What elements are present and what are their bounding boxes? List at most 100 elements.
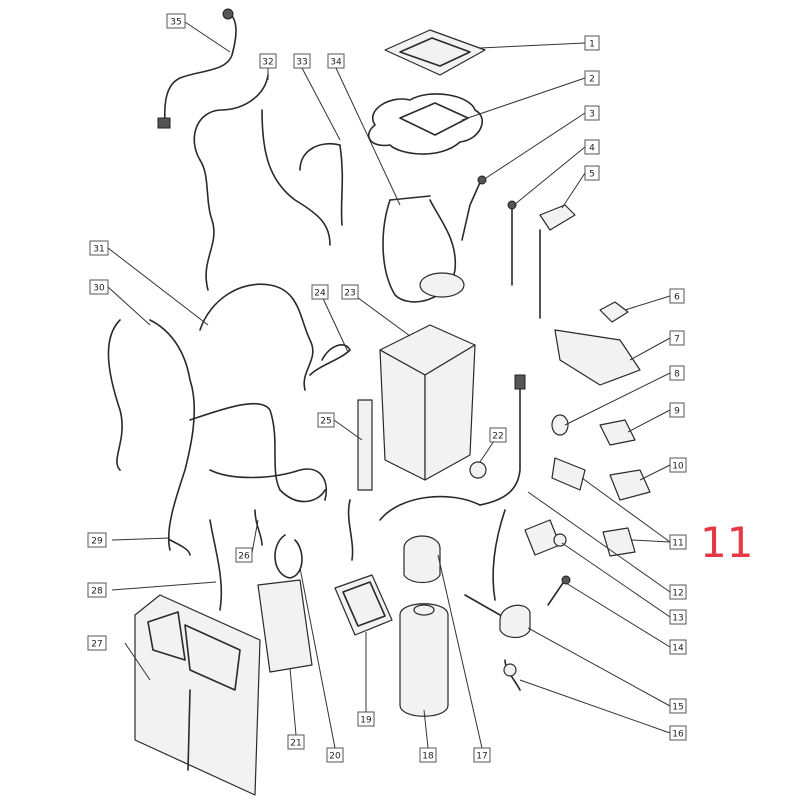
part-35-hose bbox=[163, 11, 237, 126]
part-5-elbow bbox=[539, 204, 576, 231]
svg-text:10: 10 bbox=[672, 462, 684, 472]
part-12-probe bbox=[479, 379, 521, 506]
callout-31: 31 bbox=[89, 240, 109, 256]
part-10-valve bbox=[609, 469, 651, 501]
part-31-harness bbox=[107, 319, 123, 471]
part-28-harness bbox=[209, 519, 223, 611]
callout-14: 14 bbox=[669, 639, 687, 655]
svg-text:16: 16 bbox=[672, 730, 684, 740]
svg-text:13: 13 bbox=[672, 614, 683, 624]
svg-text:11: 11 bbox=[672, 539, 683, 549]
svg-text:22: 22 bbox=[492, 432, 503, 442]
callout-16: 16 bbox=[669, 725, 687, 741]
svg-text:25: 25 bbox=[320, 417, 331, 427]
callout-12: 12 bbox=[669, 584, 687, 600]
part-25-tube bbox=[357, 399, 373, 491]
part-9-valve bbox=[599, 419, 636, 446]
svg-text:18: 18 bbox=[422, 752, 434, 762]
svg-text:15: 15 bbox=[672, 703, 683, 713]
callout-34: 34 bbox=[327, 53, 345, 69]
callout-19: 19 bbox=[357, 711, 375, 727]
part-30-harness bbox=[149, 319, 196, 551]
part-32-cable bbox=[193, 74, 269, 291]
svg-text:12: 12 bbox=[672, 589, 683, 599]
part-11-valve bbox=[602, 527, 636, 557]
svg-text:27: 27 bbox=[91, 640, 102, 650]
callout-10: 10 bbox=[669, 457, 687, 473]
callout-8: 8 bbox=[669, 365, 685, 381]
callout-28: 28 bbox=[87, 582, 107, 598]
svg-text:32: 32 bbox=[262, 58, 273, 68]
svg-text:6: 6 bbox=[674, 293, 680, 303]
part-14-spike bbox=[547, 579, 566, 606]
callout-23: 23 bbox=[341, 284, 359, 300]
svg-text:23: 23 bbox=[344, 289, 355, 299]
part-3-sensor bbox=[461, 177, 483, 241]
svg-text:17: 17 bbox=[476, 752, 487, 762]
callout-35: 35 bbox=[166, 13, 186, 29]
svg-text:34: 34 bbox=[330, 58, 342, 68]
callout-15: 15 bbox=[669, 698, 687, 714]
svg-text:35: 35 bbox=[170, 18, 181, 28]
svg-text:33: 33 bbox=[296, 58, 307, 68]
part-26-cable bbox=[254, 509, 263, 546]
callout-26: 26 bbox=[235, 547, 253, 563]
part-27-front-panel bbox=[134, 594, 261, 796]
svg-text:1: 1 bbox=[589, 40, 595, 50]
callout-18: 18 bbox=[419, 747, 437, 763]
callout-4: 4 bbox=[584, 139, 600, 155]
svg-text:19: 19 bbox=[360, 716, 372, 726]
svg-text:2: 2 bbox=[589, 75, 595, 85]
svg-text:3: 3 bbox=[589, 110, 595, 120]
part-29-harness bbox=[169, 539, 191, 556]
part-21-board bbox=[257, 579, 313, 673]
svg-text:4: 4 bbox=[589, 144, 595, 154]
callout-17: 17 bbox=[473, 747, 491, 763]
svg-text:20: 20 bbox=[329, 752, 341, 762]
callout-1: 1 bbox=[584, 35, 600, 51]
part-13-sensor bbox=[553, 533, 567, 547]
svg-text:24: 24 bbox=[314, 289, 326, 299]
callout-32: 32 bbox=[259, 53, 277, 69]
part-6-fitting bbox=[599, 301, 629, 323]
svg-text:26: 26 bbox=[238, 552, 250, 562]
highlighted-part-number: 11 bbox=[700, 518, 754, 567]
part-24-cable bbox=[309, 344, 351, 376]
svg-text:29: 29 bbox=[91, 537, 103, 547]
part-33-cable bbox=[299, 143, 344, 226]
part-18-cartridge bbox=[399, 603, 449, 717]
callout-30: 30 bbox=[89, 279, 109, 295]
svg-text:7: 7 bbox=[674, 335, 680, 345]
callout-20: 20 bbox=[326, 747, 344, 763]
svg-text:14: 14 bbox=[672, 644, 684, 654]
callout-labels: 1 2 3 4 5 6 7 8 9 10 11 12 13 14 15 16 1… bbox=[87, 13, 687, 763]
callout-27: 27 bbox=[87, 635, 107, 651]
callout-25: 25 bbox=[317, 412, 335, 428]
part-2-gasket bbox=[367, 93, 483, 155]
callout-2: 2 bbox=[584, 70, 600, 86]
callout-6: 6 bbox=[669, 288, 685, 304]
leader-lines bbox=[107, 21, 671, 749]
callout-11: 11 bbox=[669, 534, 687, 550]
svg-text:5: 5 bbox=[589, 170, 595, 180]
callout-3: 3 bbox=[584, 105, 600, 121]
svg-text:30: 30 bbox=[93, 284, 105, 294]
part-34-coil bbox=[382, 199, 457, 303]
part-22-fan bbox=[469, 461, 487, 479]
callout-9: 9 bbox=[669, 402, 685, 418]
svg-text:21: 21 bbox=[290, 739, 301, 749]
callout-24: 24 bbox=[311, 284, 329, 300]
callout-21: 21 bbox=[287, 734, 305, 750]
part-1-lid bbox=[384, 29, 486, 76]
svg-text:8: 8 bbox=[674, 370, 680, 380]
svg-text:28: 28 bbox=[91, 587, 103, 597]
part-20-bracket bbox=[274, 534, 303, 579]
callout-7: 7 bbox=[669, 330, 685, 346]
callout-29: 29 bbox=[87, 532, 107, 548]
callout-5: 5 bbox=[584, 165, 600, 181]
part-drawings bbox=[107, 8, 651, 796]
svg-text:9: 9 bbox=[674, 407, 680, 417]
callout-13: 13 bbox=[669, 609, 687, 625]
callout-33: 33 bbox=[293, 53, 311, 69]
